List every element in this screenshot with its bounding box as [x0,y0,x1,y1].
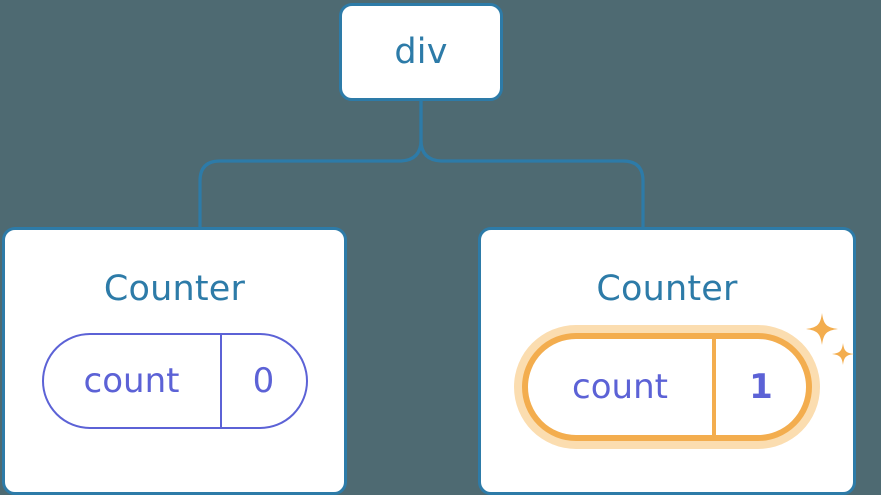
state-value-right: 1 [749,367,773,407]
node-counter-right[interactable]: Counter count 1 [478,227,856,495]
state-key-left: count [44,335,222,427]
state-pill-wrapper-right: count 1 [522,313,854,441]
state-pill-left[interactable]: count 0 [41,333,308,429]
node-div-label: div [394,31,448,72]
state-value-left: 0 [252,361,275,401]
node-counter-left-title: Counter [103,269,246,309]
node-div[interactable]: div [339,3,503,101]
state-key-right: count [528,339,716,435]
sparkle-small-icon [832,343,854,365]
sparkle-icon [806,313,838,345]
state-pill-wrapper-left: count 0 [41,333,308,429]
node-counter-left[interactable]: Counter count 0 [2,227,347,495]
state-pill-right[interactable]: count 1 [522,333,812,441]
node-counter-right-title: Counter [596,269,738,309]
